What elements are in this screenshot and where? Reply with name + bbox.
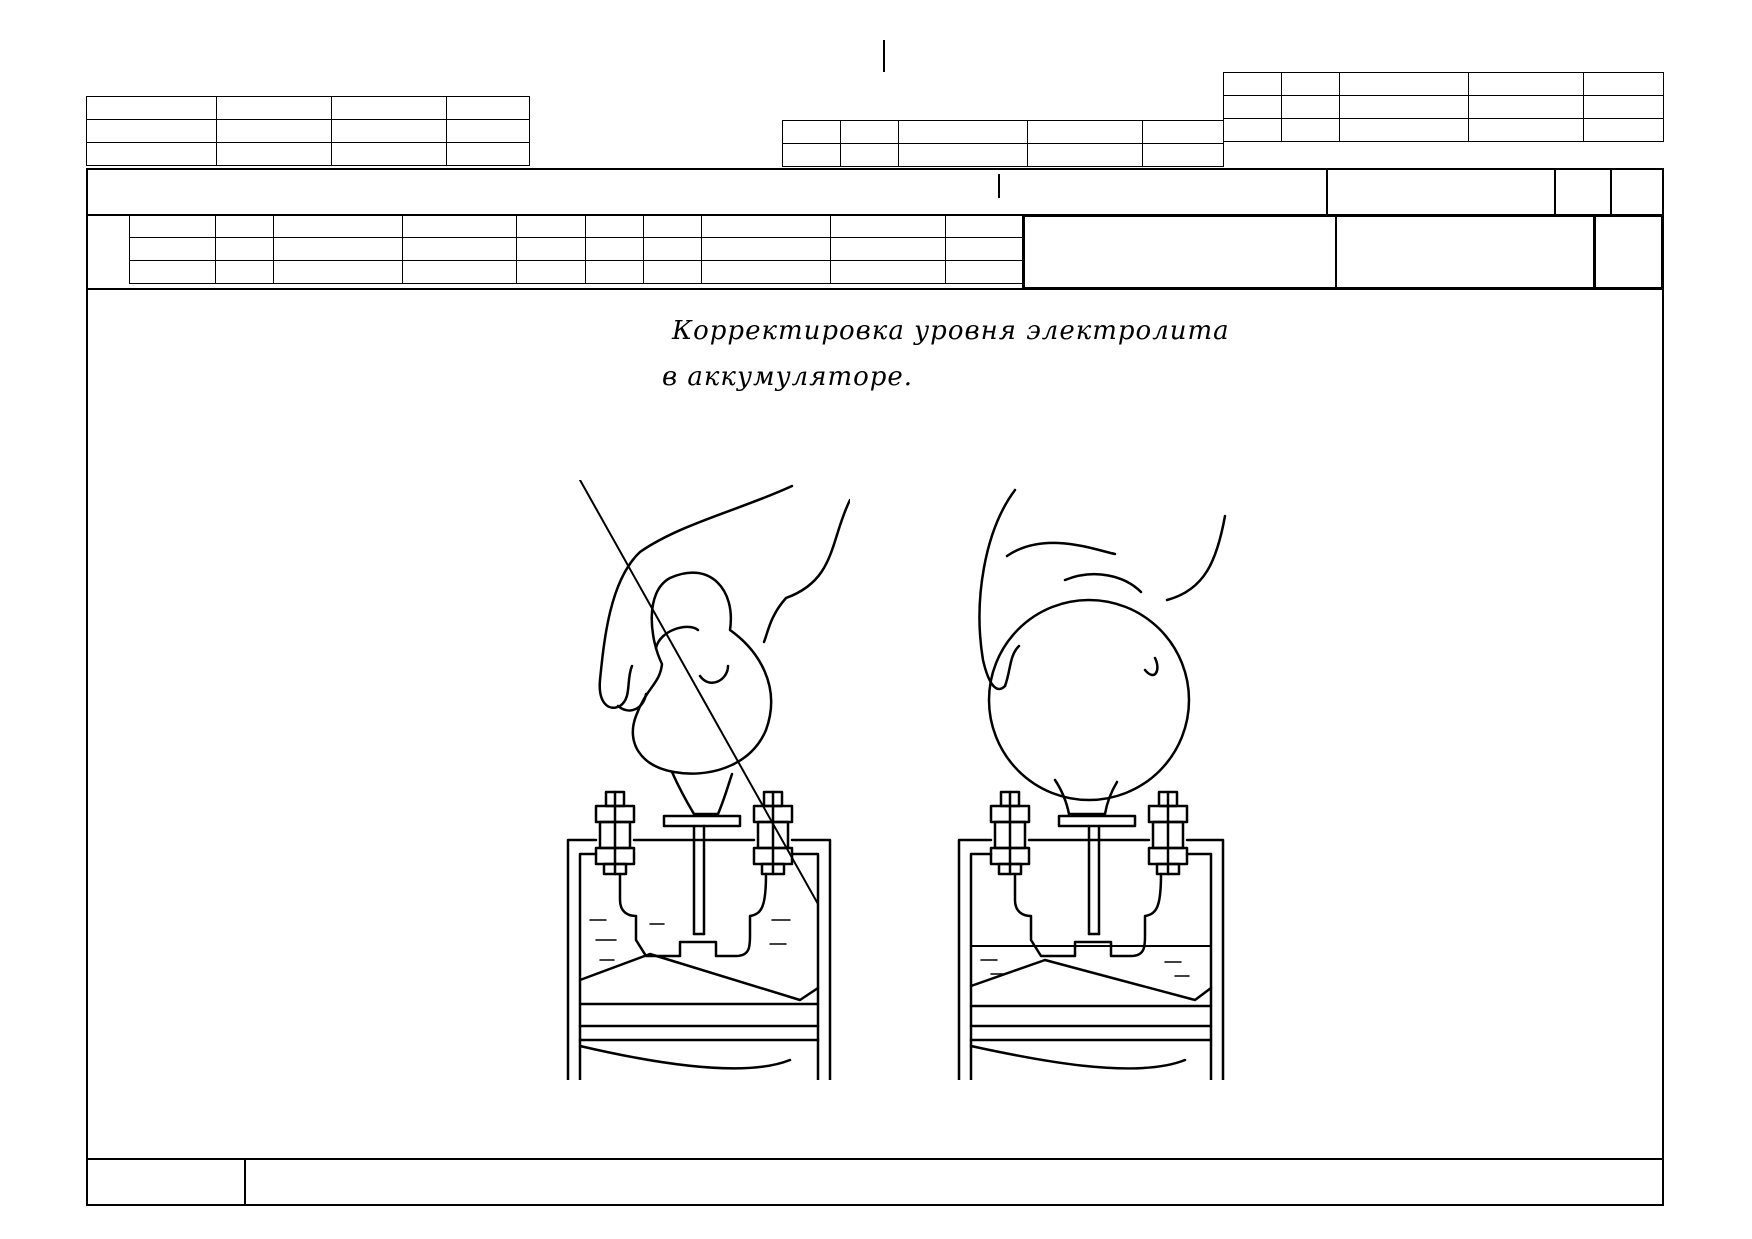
terminal-right: [752, 790, 794, 876]
fingers: [1003, 573, 1159, 688]
stamp-grid-top-left: [86, 96, 530, 166]
bulb-released: [987, 598, 1191, 802]
hand-outline: [978, 488, 1227, 691]
terminal-left: [989, 790, 1031, 876]
designation-block: [1022, 214, 1664, 290]
terminal-left: [594, 790, 636, 876]
electrolyte-level: [579, 480, 819, 905]
stamp-grid-top-middle: [782, 120, 1224, 167]
battery-case: [957, 838, 1225, 1080]
terminal-right: [1147, 790, 1189, 876]
footer-cell-left: [86, 1160, 246, 1206]
main-frame: [86, 288, 1664, 1206]
hand-outline: [598, 484, 850, 709]
caption-line-1: Корректировка уровня электролита: [672, 316, 1230, 346]
battery-case: [566, 838, 832, 1080]
header-row: [86, 168, 1664, 216]
fingers: [616, 625, 730, 712]
stamp-grid-top-right: [1223, 72, 1664, 142]
top-tick: [883, 40, 885, 72]
stamp-grid-middle: [129, 214, 1024, 284]
bulb-squeezed: [631, 571, 773, 775]
figure-bulb-squeezed: [566, 480, 850, 1080]
footer-divider: [86, 1158, 1664, 1160]
caption-line-2: в аккумуляторе.: [662, 362, 914, 392]
figure-bulb-released: [957, 488, 1227, 1080]
